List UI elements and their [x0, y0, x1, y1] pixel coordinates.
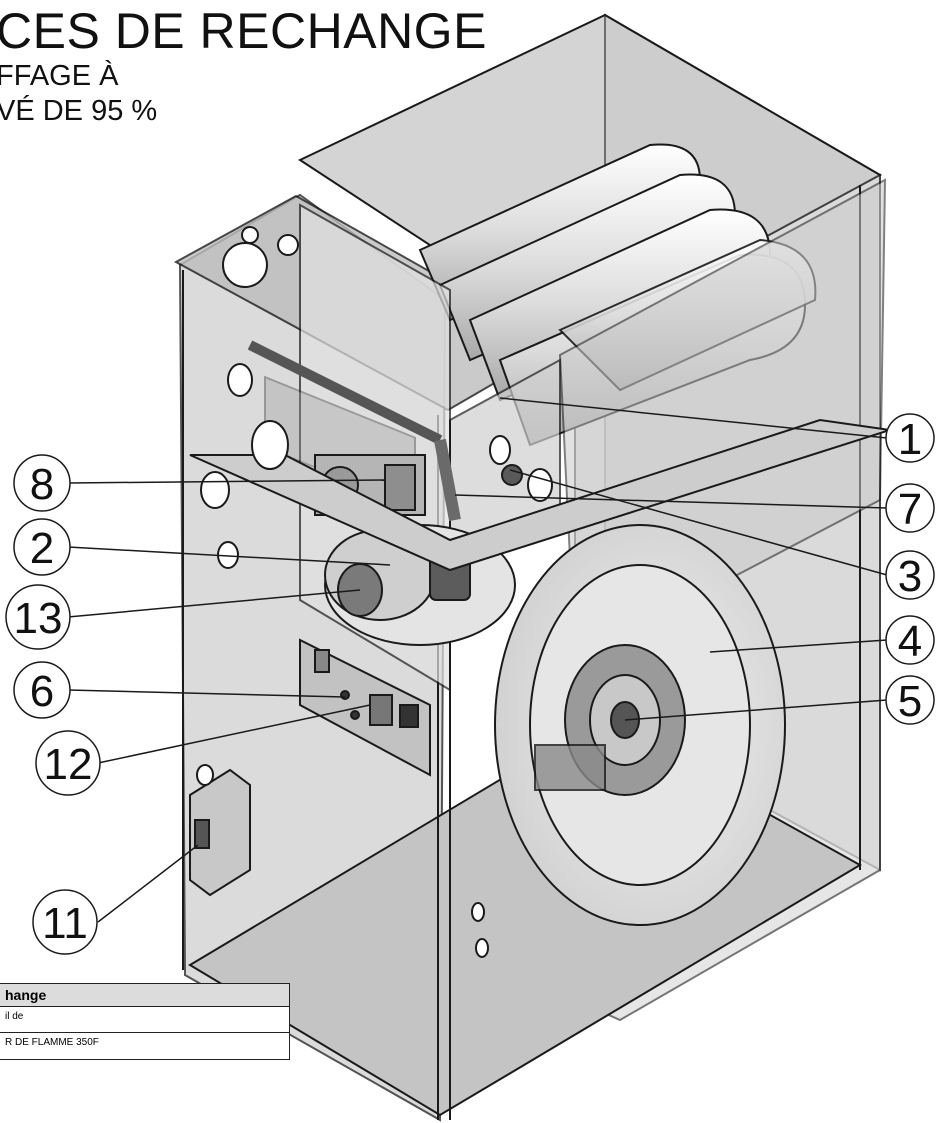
furnace-cabinet	[178, 13, 883, 1122]
callout-5: 5	[885, 675, 935, 726]
legend-row: R DE FLAMME 350F	[5, 1037, 99, 1048]
callout-11: 11	[32, 889, 98, 955]
svg-text:6: 6	[30, 667, 54, 716]
callout-12: 12	[35, 730, 101, 796]
svg-text:7: 7	[898, 485, 922, 534]
title-main: CES DE RECHANGE	[0, 3, 487, 59]
svg-text:3: 3	[898, 552, 922, 601]
svg-text:11: 11	[42, 899, 88, 948]
svg-text:5: 5	[898, 677, 922, 726]
callout-3: 3	[885, 550, 935, 601]
callout-7: 7	[885, 483, 935, 534]
title-block: CES DE RECHANGE FFAGE À VÉ DE 95 %	[0, 6, 487, 126]
callout-4: 4	[885, 615, 935, 666]
junction-box	[189, 768, 251, 897]
title-sub-2: VÉ DE 95 %	[0, 95, 158, 127]
legend-row: il de	[0, 1007, 289, 1033]
svg-text:1: 1	[898, 415, 922, 464]
callout-13: 13	[5, 584, 71, 650]
callout-2: 2	[13, 518, 71, 576]
parts-legend-table: hange il de R DE FLAMME 350F	[0, 983, 290, 1060]
svg-text:8: 8	[30, 460, 54, 509]
inducer-motor	[324, 464, 523, 646]
callout-8: 8	[13, 454, 71, 512]
svg-text:12: 12	[44, 740, 93, 789]
legend-header: hange	[0, 984, 289, 1007]
callout-6: 6	[13, 661, 71, 719]
blower-assembly	[494, 524, 786, 926]
cabinet-knockouts	[196, 363, 553, 958]
svg-text:2: 2	[30, 524, 54, 573]
leader-lines	[67, 397, 888, 923]
title-sub-1: FFAGE À	[0, 60, 119, 92]
svg-text:4: 4	[898, 617, 922, 666]
callout-1: 1	[885, 413, 935, 464]
svg-text:13: 13	[14, 594, 63, 643]
